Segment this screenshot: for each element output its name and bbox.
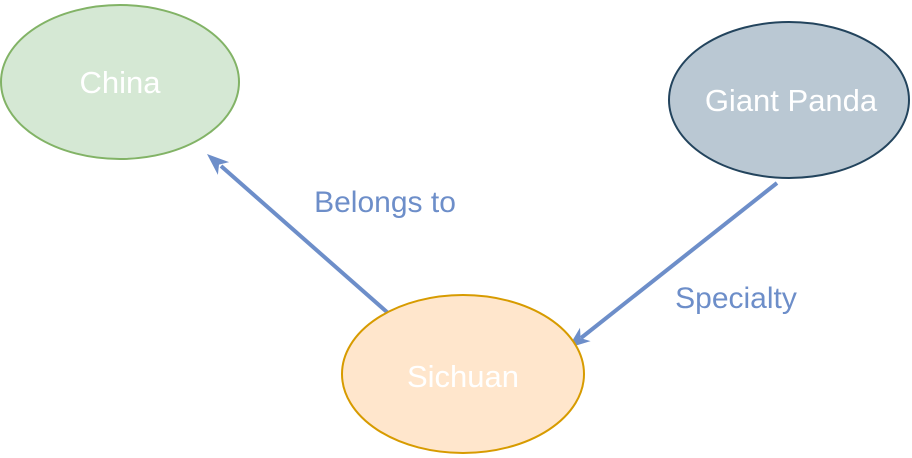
edge-specialty-label: Specialty <box>675 282 797 315</box>
node-china-shape[interactable] <box>0 4 240 160</box>
node-giant-panda-label: Giant Panda <box>705 83 878 118</box>
node-sichuan-label: Sichuan <box>407 359 519 394</box>
node-giant-panda[interactable]: Giant Panda <box>668 21 910 179</box>
edge-belongs-to-line[interactable] <box>219 164 390 315</box>
node-china-label: China <box>80 65 162 100</box>
edge-specialty-line[interactable] <box>579 181 779 340</box>
edge-belongs-to[interactable]: Belongs to <box>207 154 456 315</box>
node-giant-panda-shape[interactable] <box>668 21 910 179</box>
edge-specialty[interactable]: Specialty <box>568 181 797 348</box>
arrowhead-icon <box>207 154 230 175</box>
node-china[interactable]: China <box>0 4 240 160</box>
node-sichuan-shape[interactable] <box>341 294 585 454</box>
edge-belongs-to-label: Belongs to <box>314 186 456 219</box>
node-sichuan[interactable]: Sichuan <box>341 294 585 454</box>
